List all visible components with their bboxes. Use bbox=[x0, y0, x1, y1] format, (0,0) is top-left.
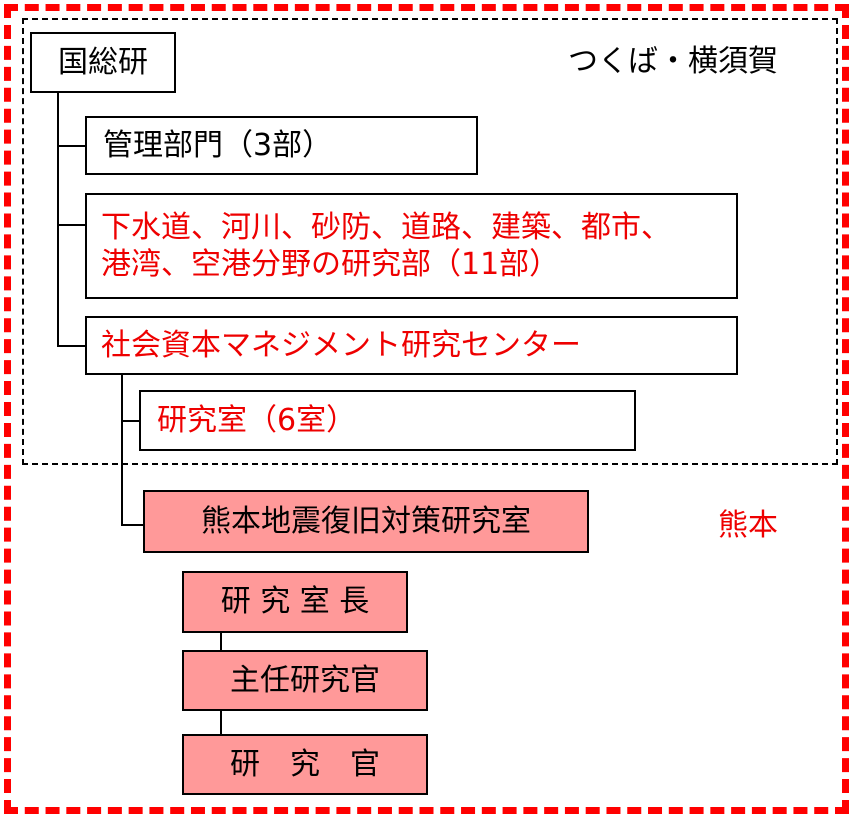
kumamoto-lab-branch-line bbox=[121, 524, 143, 526]
management-box: 管理部門（3部） bbox=[85, 116, 478, 175]
center-branch-line bbox=[57, 345, 85, 347]
labs-branch-line bbox=[121, 420, 139, 422]
management-branch-line bbox=[57, 145, 85, 147]
research-depts-box: 下水道、河川、砂防、道路、建築、都市、 港湾、空港分野の研究部（11部） bbox=[85, 193, 738, 299]
labs-box: 研究室（6室） bbox=[139, 390, 636, 451]
chief-to-researcher-line bbox=[220, 710, 222, 734]
head-to-chief-line bbox=[220, 632, 222, 650]
root-trunk-line bbox=[57, 91, 59, 347]
management-label: 管理部門（3部） bbox=[103, 127, 333, 163]
research-depts-branch-line bbox=[57, 224, 85, 226]
researcher-box: 研 究 官 bbox=[182, 734, 428, 795]
lab-head-box: 研 究 室 長 bbox=[182, 571, 408, 633]
chief-researcher-box: 主任研究官 bbox=[182, 650, 428, 711]
researcher-label: 研 究 官 bbox=[230, 746, 380, 782]
center-trunk-line bbox=[121, 374, 123, 526]
tsukuba-yokosuka-region-frame bbox=[22, 18, 838, 465]
research-depts-line1: 下水道、河川、砂防、道路、建築、都市、 bbox=[101, 209, 671, 245]
chief-researcher-label: 主任研究官 bbox=[230, 662, 380, 698]
root-box: 国総研 bbox=[30, 32, 176, 93]
kumamoto-lab-label: 熊本地震復旧対策研究室 bbox=[201, 503, 531, 539]
center-box: 社会資本マネジメント研究センター bbox=[85, 316, 738, 375]
kumamoto-lab-box: 熊本地震復旧対策研究室 bbox=[143, 490, 589, 553]
tsukuba-yokosuka-label: つくば・横須賀 bbox=[568, 44, 778, 79]
research-depts-line2: 港湾、空港分野の研究部（11部） bbox=[101, 247, 560, 282]
kumamoto-region-frame bbox=[4, 4, 849, 814]
kumamoto-label: 熊本 bbox=[718, 508, 778, 543]
labs-label: 研究室（6室） bbox=[157, 402, 357, 438]
center-label: 社会資本マネジメント研究センター bbox=[101, 327, 581, 363]
lab-head-label: 研 究 室 長 bbox=[220, 584, 370, 620]
root-label: 国総研 bbox=[58, 44, 148, 80]
